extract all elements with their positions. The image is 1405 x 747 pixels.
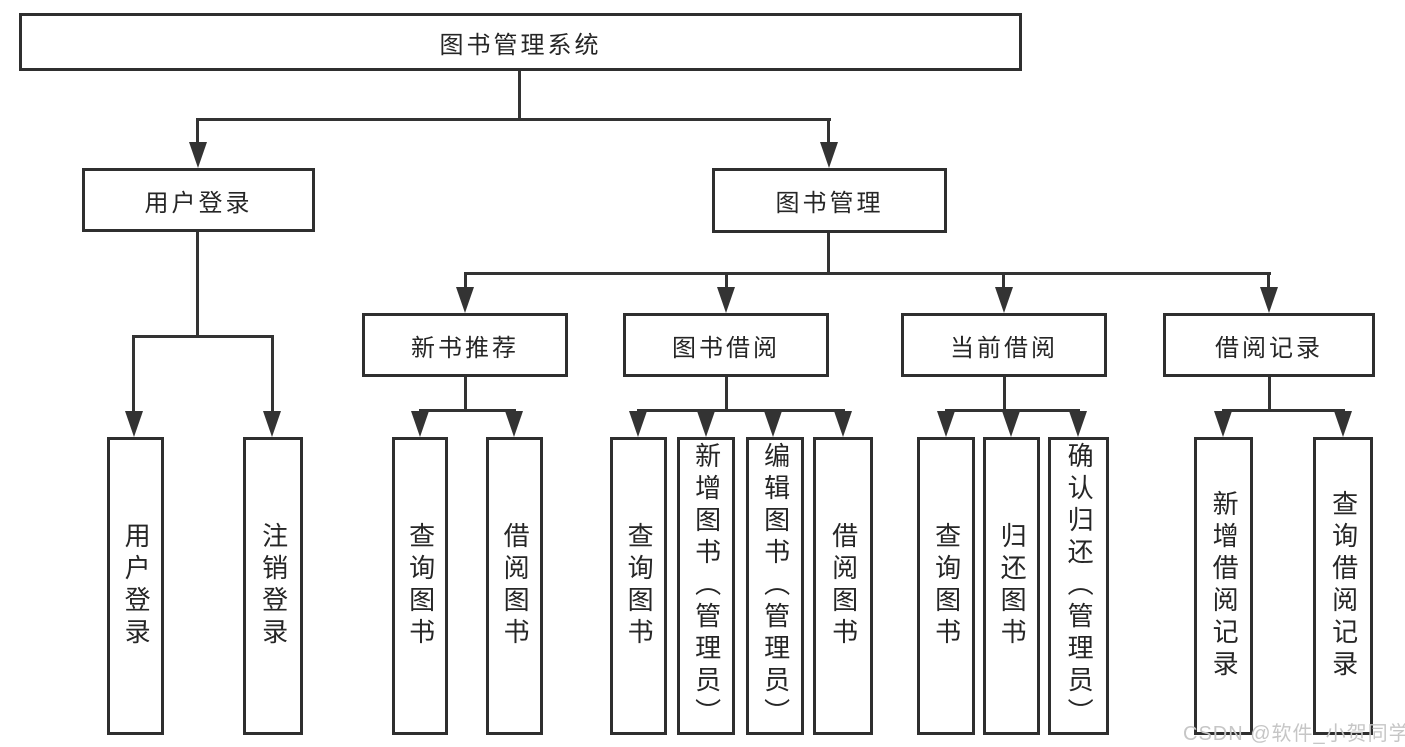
leaf-edit-book-admin: 编辑图书（管理员） <box>746 437 804 735</box>
leaf-query-books-current-label: 查询图书 <box>931 522 962 650</box>
arrow-down-icon <box>820 142 838 168</box>
leaf-logout: 注销登录 <box>243 437 303 735</box>
arrow-down-icon <box>1334 411 1352 437</box>
leaf-query-books-current: 查询图书 <box>917 437 975 735</box>
node-user-login-label: 用户登录 <box>144 189 253 217</box>
leaf-add-book-admin: 新增图书（管理员） <box>677 437 735 735</box>
connector-hline <box>419 409 516 412</box>
leaf-query-borrow-record-label: 查询借阅记录 <box>1328 490 1359 682</box>
leaf-add-book-admin-label: 新增图书（管理员） <box>691 442 722 730</box>
connector-vline <box>1268 377 1271 411</box>
leaf-confirm-return-admin-label: 确认归还（管理员） <box>1064 442 1095 730</box>
arrow-down-icon <box>1069 411 1087 437</box>
leaf-borrow-books-label: 借阅图书 <box>828 522 859 650</box>
connector-vline <box>196 118 199 146</box>
arrow-down-icon <box>1260 287 1278 313</box>
leaf-query-borrow-record: 查询借阅记录 <box>1313 437 1373 735</box>
arrow-down-icon <box>764 411 782 437</box>
connector-vline <box>827 233 830 274</box>
node-borrow-records: 借阅记录 <box>1163 313 1375 377</box>
connector-vline <box>1002 272 1005 292</box>
connector-vline <box>196 232 199 337</box>
connector-hline <box>133 335 274 338</box>
connector-vline <box>1267 272 1270 292</box>
connector-vline <box>464 377 467 411</box>
connector-hline <box>197 118 831 121</box>
arrow-down-icon <box>937 411 955 437</box>
leaf-confirm-return-admin: 确认归还（管理员） <box>1048 437 1109 735</box>
arrow-down-icon <box>697 411 715 437</box>
connector-vline <box>132 335 135 415</box>
leaf-borrow-books-recommend-label: 借阅图书 <box>500 522 531 650</box>
node-book-management-label: 图书管理 <box>775 190 884 217</box>
leaf-add-borrow-record-label: 新增借阅记录 <box>1209 490 1240 682</box>
arrow-down-icon <box>1214 411 1232 437</box>
leaf-query-books-borrow-label: 查询图书 <box>624 522 655 650</box>
arrow-down-icon <box>411 411 429 437</box>
arrow-down-icon <box>629 411 647 437</box>
connector-vline <box>518 71 521 120</box>
arrow-down-icon <box>1002 411 1020 437</box>
arrow-down-icon <box>456 287 474 313</box>
node-borrow-records-label: 借阅记录 <box>1215 334 1323 362</box>
node-book-borrow-label: 图书借阅 <box>672 334 780 362</box>
leaf-user-login-label: 用户登录 <box>121 522 152 650</box>
leaf-query-books-borrow: 查询图书 <box>610 437 667 735</box>
arrow-down-icon <box>834 411 852 437</box>
node-user-login: 用户登录 <box>82 168 315 232</box>
arrow-down-icon <box>995 287 1013 313</box>
node-book-borrow: 图书借阅 <box>623 313 829 377</box>
csdn-watermark: CSDN @软件_小贺同学 <box>1183 723 1405 745</box>
connector-vline <box>1003 377 1006 411</box>
node-new-book-recommend: 新书推荐 <box>362 313 568 377</box>
arrow-down-icon <box>189 142 207 168</box>
node-root-label: 图书管理系统 <box>439 31 602 59</box>
connector-vline <box>827 118 830 146</box>
node-new-book-recommend-label: 新书推荐 <box>411 334 519 362</box>
node-root: 图书管理系统 <box>19 13 1022 71</box>
leaf-borrow-books: 借阅图书 <box>813 437 873 735</box>
connector-hline <box>945 409 1080 412</box>
arrow-down-icon <box>717 287 735 313</box>
connector-vline <box>464 272 467 292</box>
node-current-borrow: 当前借阅 <box>901 313 1107 377</box>
connector-vline <box>725 377 728 411</box>
leaf-edit-book-admin-label: 编辑图书（管理员） <box>760 442 791 730</box>
node-book-management: 图书管理 <box>712 168 947 233</box>
leaf-query-books-recommend-label: 查询图书 <box>405 522 436 650</box>
arrow-down-icon <box>263 411 281 437</box>
arrow-down-icon <box>505 411 523 437</box>
leaf-borrow-books-recommend: 借阅图书 <box>486 437 543 735</box>
node-current-borrow-label: 当前借阅 <box>950 334 1058 362</box>
leaf-return-book: 归还图书 <box>983 437 1040 735</box>
leaf-logout-label: 注销登录 <box>258 522 289 650</box>
connector-hline <box>637 409 845 412</box>
leaf-add-borrow-record: 新增借阅记录 <box>1194 437 1253 735</box>
connector-hline <box>1222 409 1345 412</box>
arrow-down-icon <box>125 411 143 437</box>
leaf-return-book-label: 归还图书 <box>997 522 1028 650</box>
leaf-user-login: 用户登录 <box>107 437 164 735</box>
connector-hline <box>464 272 1271 275</box>
leaf-query-books-recommend: 查询图书 <box>392 437 448 735</box>
connector-vline <box>271 335 274 415</box>
connector-vline <box>725 272 728 292</box>
